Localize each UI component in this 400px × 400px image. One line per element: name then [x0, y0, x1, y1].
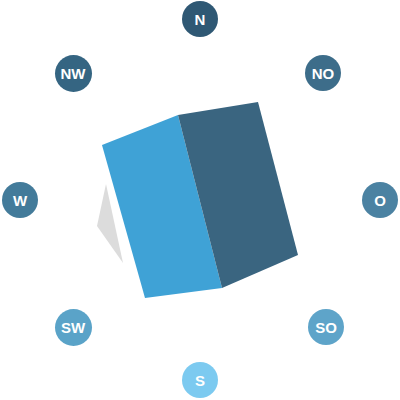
direction-label: S	[195, 373, 205, 388]
direction-circle: S	[182, 362, 218, 398]
direction-label: NO	[312, 66, 335, 81]
box-right-face	[178, 102, 298, 288]
direction-circle: NO	[305, 55, 341, 91]
direction-circle: O	[362, 182, 398, 218]
direction-label: NW	[61, 66, 86, 81]
direction-label: SW	[61, 320, 85, 335]
direction-circle: SW	[55, 309, 92, 346]
direction-label: SO	[315, 320, 337, 335]
direction-circle: W	[2, 182, 38, 218]
direction-label: O	[374, 193, 386, 208]
direction-circle: NW	[55, 55, 92, 92]
direction-label: N	[195, 12, 206, 27]
direction-circle: SO	[308, 309, 344, 345]
direction-label: W	[13, 193, 27, 208]
direction-circle: N	[182, 1, 218, 37]
